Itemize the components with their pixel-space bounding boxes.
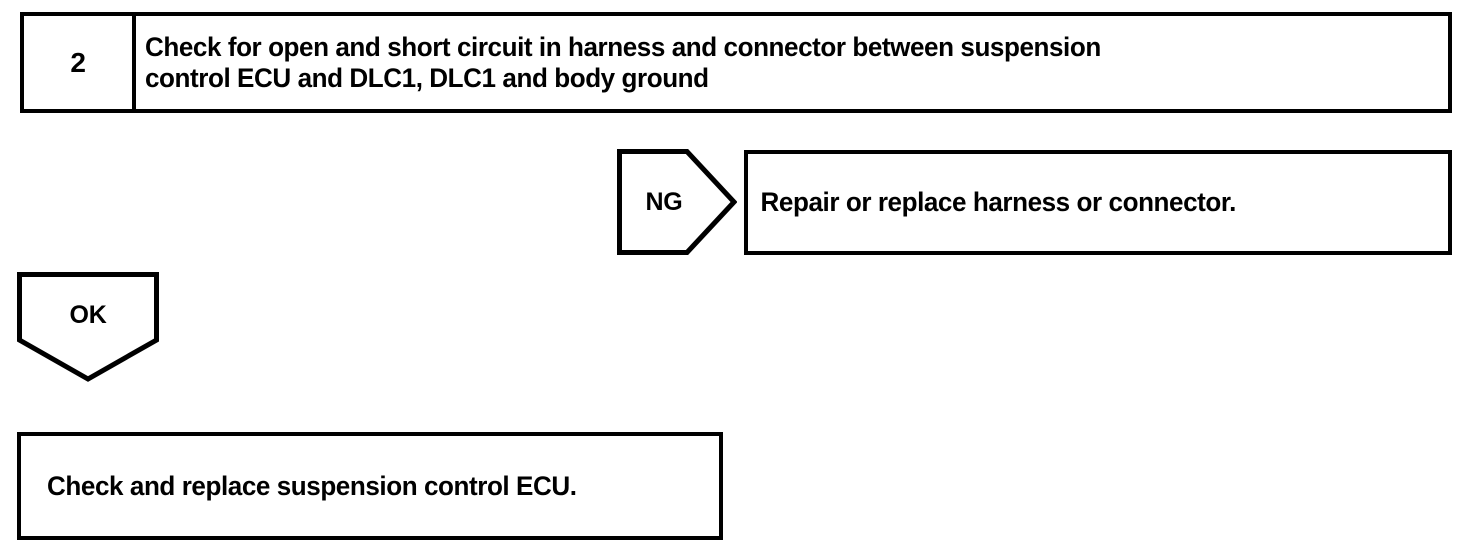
step-box: 2 Check for open and short circuit in ha… <box>20 12 1452 113</box>
ng-arrow-icon <box>617 149 737 255</box>
ok-arrow-icon <box>17 272 159 382</box>
ok-branch-label: OK <box>69 300 107 329</box>
step-description: Check for open and short circuit in harn… <box>145 31 1101 93</box>
ng-branch-label: NG <box>645 187 683 216</box>
ng-branch-arrow: NG <box>617 149 737 255</box>
ng-result-text: Repair or replace harness or connector. <box>760 187 1237 217</box>
step-number-cell: 2 <box>24 16 136 109</box>
ok-result-text: Check and replace suspension control ECU… <box>47 470 577 501</box>
ok-result-box: Check and replace suspension control ECU… <box>17 432 723 540</box>
ok-branch-arrow: OK <box>17 272 159 382</box>
step-number: 2 <box>70 46 86 78</box>
step-description-cell: Check for open and short circuit in harn… <box>145 16 1442 109</box>
ng-result-box: Repair or replace harness or connector. <box>744 150 1452 255</box>
